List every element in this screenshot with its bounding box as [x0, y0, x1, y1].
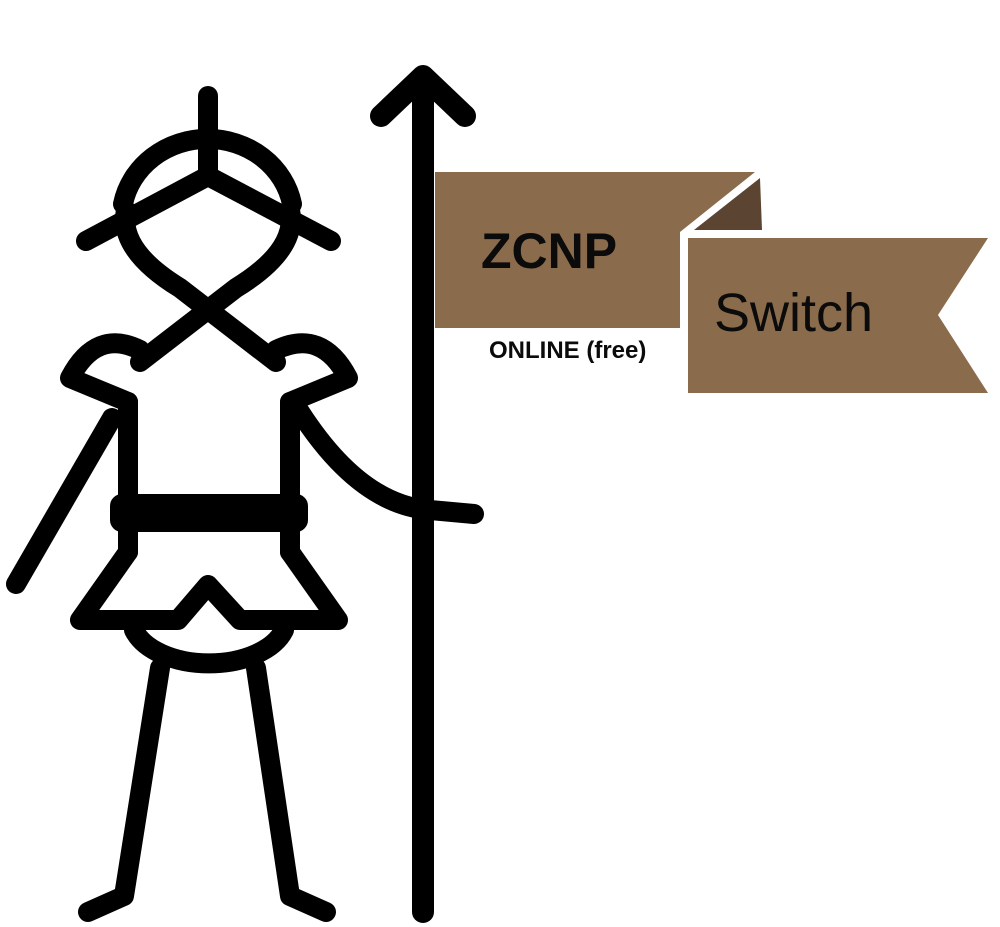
head-left-curve	[115, 200, 286, 372]
figure-with-spear-icon	[6, 86, 484, 922]
helmet-dome	[113, 128, 302, 214]
skirt	[70, 542, 348, 630]
flag-upper-label: ZCNP	[481, 223, 617, 279]
spear-head	[370, 65, 476, 127]
leg-right	[246, 658, 336, 922]
flag-upper-shape	[435, 172, 755, 328]
flag-fold-shape	[694, 178, 762, 230]
flag-upper-sublabel: ONLINE (free)	[489, 337, 646, 364]
arm-left	[6, 408, 122, 594]
flag-lower-shape	[688, 238, 988, 393]
shoulder-left	[60, 333, 150, 412]
flag-lower-label: Switch	[714, 283, 873, 343]
flag-group: ZCNP ONLINE (free) Switch	[435, 172, 988, 393]
arrow-up-spear-icon	[370, 65, 476, 923]
belt	[110, 494, 308, 532]
hips	[124, 620, 294, 674]
arm-right	[290, 402, 484, 524]
head-right-curve	[130, 200, 301, 372]
leg-left	[78, 658, 170, 922]
shoulder-right	[266, 333, 358, 412]
